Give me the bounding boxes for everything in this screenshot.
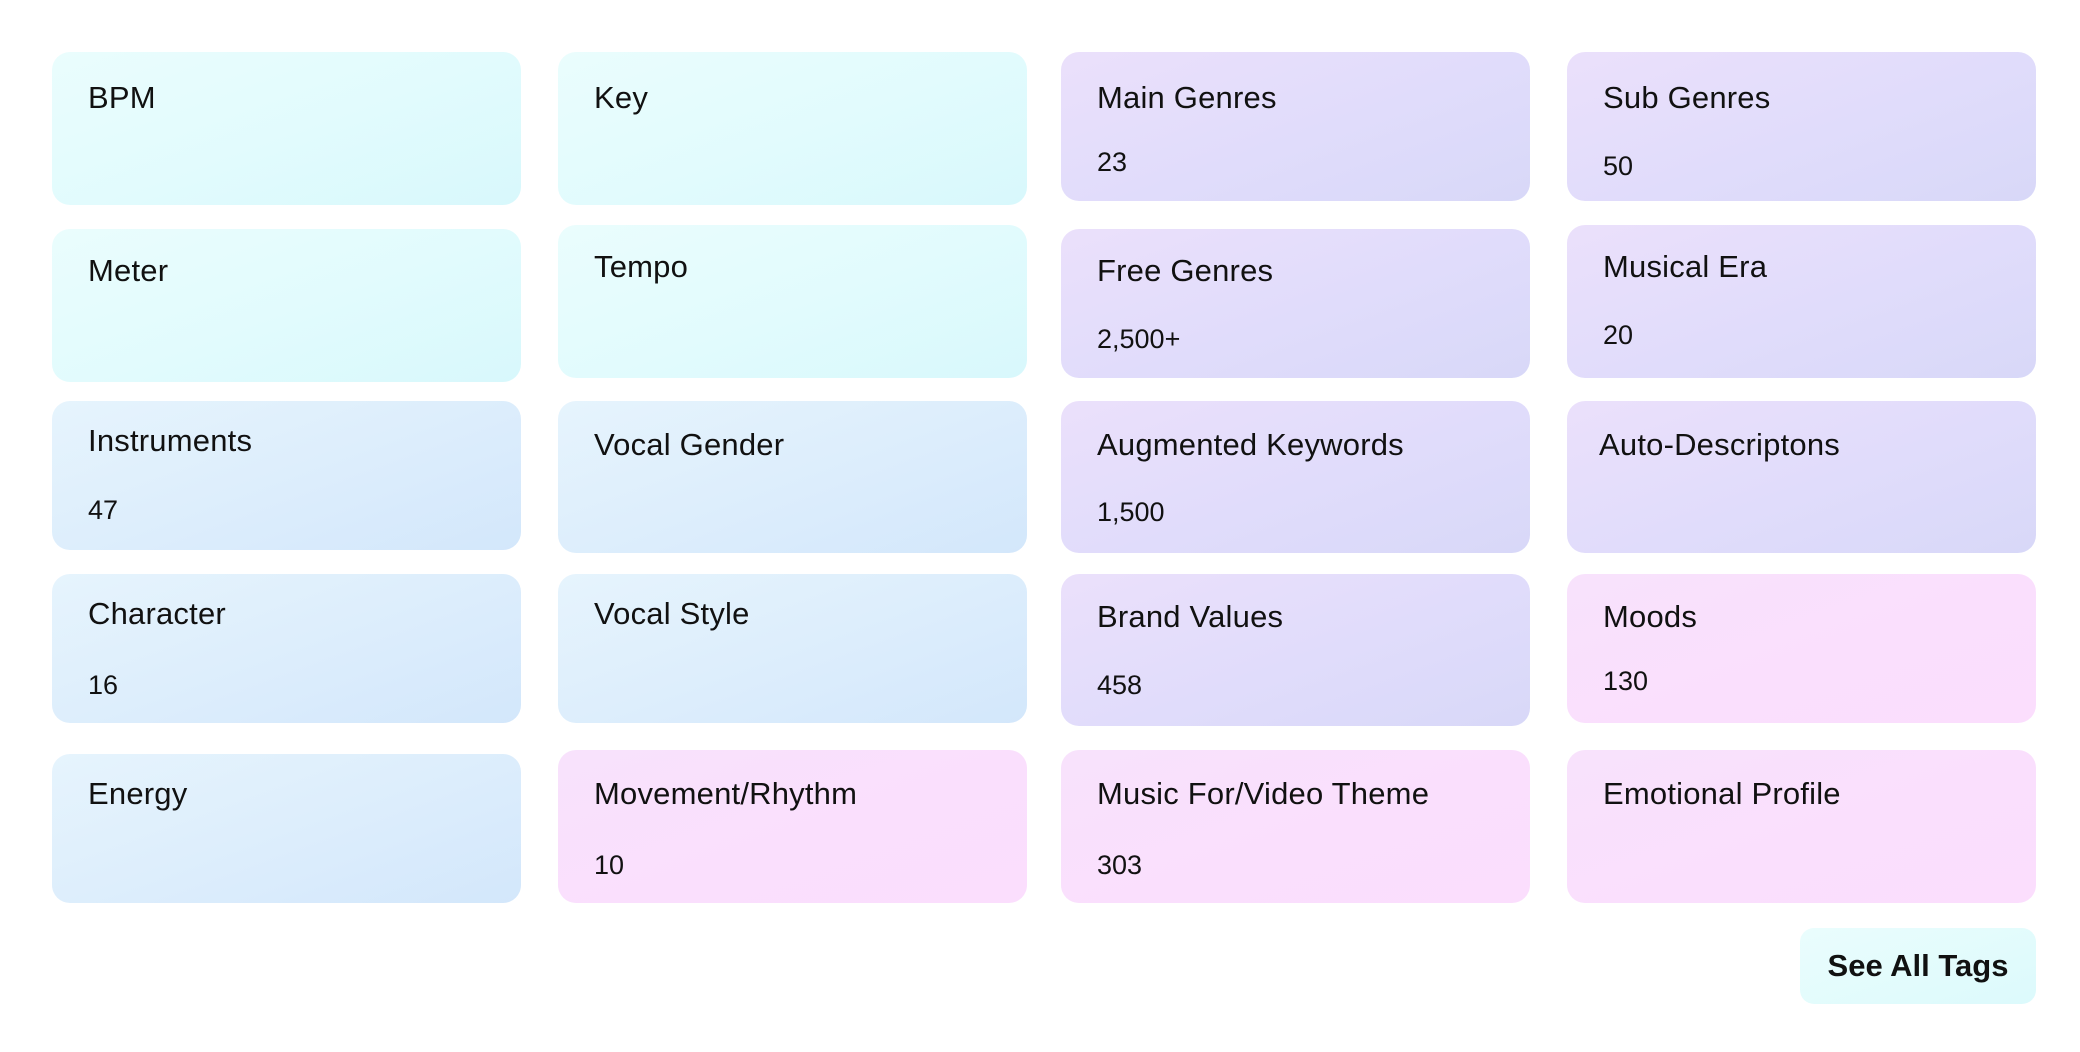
tag-card-count: 23 — [1097, 147, 1128, 177]
tag-card-count: 47 — [88, 495, 119, 525]
tag-card-count: 20 — [1603, 320, 1634, 350]
tag-card-label: Brand Values — [1097, 599, 1284, 634]
tag-card-count: 10 — [594, 850, 625, 880]
tag-card-key[interactable]: Key — [558, 52, 1027, 205]
tag-card-label: Energy — [88, 776, 188, 811]
tag-card-count: 303 — [1097, 850, 1143, 880]
tag-card-label: BPM — [88, 80, 156, 115]
tag-card-bpm[interactable]: BPM — [52, 52, 521, 205]
tag-card-vocal-gender[interactable]: Vocal Gender — [558, 401, 1027, 553]
tag-card-movement-rhythm[interactable]: Movement/Rhythm 10 — [558, 750, 1027, 903]
tag-card-sub-genres[interactable]: Sub Genres 50 — [1567, 52, 2036, 201]
tag-card-label: Character — [88, 596, 226, 631]
tag-card-label: Main Genres — [1097, 80, 1277, 115]
tag-card-count: 1,500 — [1097, 497, 1165, 527]
tag-card-label: Augmented Keywords — [1097, 427, 1404, 462]
tag-card-character[interactable]: Character 16 — [52, 574, 521, 723]
tag-card-label: Movement/Rhythm — [594, 776, 858, 811]
tag-card-brand-values[interactable]: Brand Values 458 — [1061, 574, 1530, 726]
tag-card-tempo[interactable]: Tempo — [558, 225, 1027, 378]
tag-card-auto-descriptons[interactable]: Auto-Descriptons — [1567, 401, 2036, 553]
tag-card-label: Instruments — [88, 423, 253, 458]
tag-card-label: Musical Era — [1603, 249, 1768, 284]
tag-card-label: Auto-Descriptons — [1599, 427, 1840, 462]
tag-card-instruments[interactable]: Instruments 47 — [52, 401, 521, 550]
tag-card-vocal-style[interactable]: Vocal Style — [558, 574, 1027, 723]
tag-card-meter[interactable]: Meter — [52, 229, 521, 382]
tag-card-free-genres[interactable]: Free Genres 2,500+ — [1061, 229, 1530, 378]
tag-card-label: Meter — [88, 253, 169, 288]
tag-card-label: Free Genres — [1097, 253, 1274, 288]
tag-card-label: Emotional Profile — [1603, 776, 1841, 811]
tag-card-moods[interactable]: Moods 130 — [1567, 574, 2036, 723]
tag-card-label: Music For/Video Theme — [1097, 776, 1430, 811]
tag-card-count: 458 — [1097, 670, 1143, 700]
tag-card-count: 50 — [1603, 151, 1634, 181]
tag-card-emotional-profile[interactable]: Emotional Profile — [1567, 750, 2036, 903]
tag-card-label: Tempo — [594, 249, 689, 284]
tag-card-music-for-video-theme[interactable]: Music For/Video Theme 303 — [1061, 750, 1530, 903]
tag-card-musical-era[interactable]: Musical Era 20 — [1567, 225, 2036, 378]
tag-card-energy[interactable]: Energy — [52, 754, 521, 903]
tag-card-label: Key — [594, 80, 649, 115]
tag-card-label: Vocal Gender — [594, 427, 785, 462]
tag-card-count: 16 — [88, 670, 119, 700]
tag-card-augmented-keywords[interactable]: Augmented Keywords 1,500 — [1061, 401, 1530, 553]
tag-card-label: Sub Genres — [1603, 80, 1771, 115]
tag-card-main-genres[interactable]: Main Genres 23 — [1061, 52, 1530, 201]
tag-card-count: 130 — [1603, 666, 1649, 696]
tag-card-count: 2,500+ — [1097, 324, 1181, 354]
see-all-tags-button[interactable]: See All Tags — [1800, 928, 2036, 1004]
tag-card-label: Vocal Style — [594, 596, 750, 631]
tag-card-label: Moods — [1603, 599, 1698, 634]
